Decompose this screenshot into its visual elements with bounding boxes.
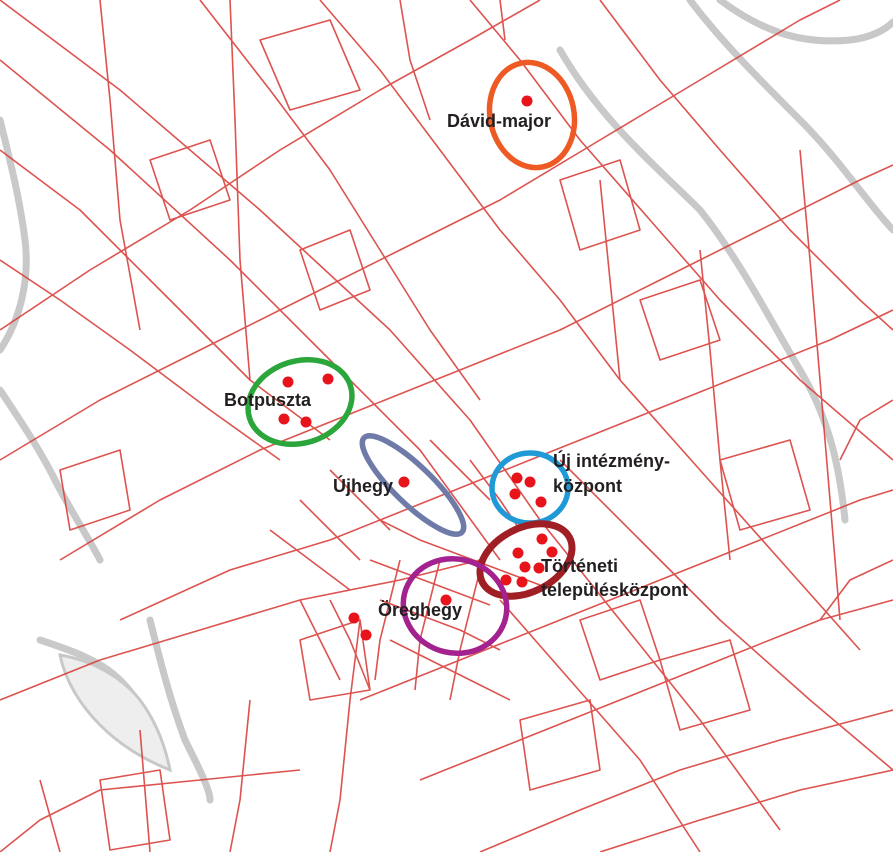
torteneti-outline (476, 520, 576, 600)
site-dot (546, 546, 558, 558)
label-david-major: Dávid-major (447, 111, 552, 131)
label-botpuszta: Botpuszta (224, 390, 311, 410)
label-torteneti-line1: Történeti (541, 556, 619, 576)
site-dot (521, 95, 533, 107)
site-dots (278, 95, 558, 641)
site-dot (519, 561, 531, 573)
site-dot (533, 562, 545, 574)
site-dot (282, 376, 294, 388)
oreghegy-outline (400, 555, 510, 657)
label-ujhegy: Újhegy (333, 476, 394, 496)
site-dot (322, 373, 334, 385)
botpuszta-outline (245, 356, 355, 448)
site-dot (511, 472, 523, 484)
site-dot (360, 629, 372, 641)
label-uj-intezmeny-line2: központ (553, 476, 622, 496)
site-dot (509, 488, 521, 500)
ujhegy-outline (359, 433, 467, 537)
site-dot (535, 496, 547, 508)
site-dot (500, 574, 512, 586)
site-dot (440, 594, 452, 606)
water-fill (58, 653, 173, 773)
site-dot (300, 416, 312, 428)
site-dot (516, 576, 528, 588)
site-dot (512, 547, 524, 559)
david-major-outline (486, 59, 578, 171)
site-dot (524, 476, 536, 488)
site-dot (348, 612, 360, 624)
label-uj-intezmeny-line1: Új intézmény- (553, 451, 671, 471)
label-torteneti-line2: településközpont (541, 580, 689, 600)
site-dot (536, 533, 548, 545)
label-oreghegy: Öreghegy (378, 600, 463, 620)
site-dot (278, 413, 290, 425)
site-dot (398, 476, 410, 488)
